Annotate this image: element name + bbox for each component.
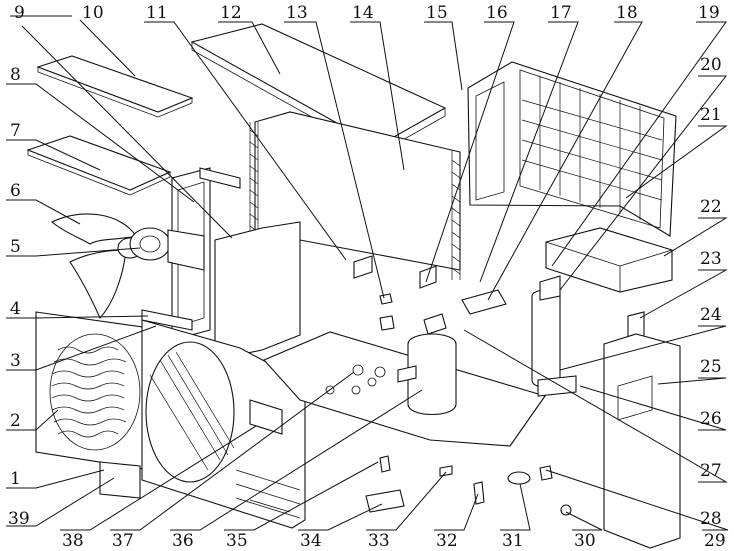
accumulator-part bbox=[531, 289, 577, 397]
label-16: 16 bbox=[486, 3, 508, 23]
label-18: 18 bbox=[616, 3, 638, 23]
label-15: 15 bbox=[426, 3, 448, 23]
panel-10-part bbox=[36, 55, 194, 118]
label-28: 28 bbox=[700, 509, 722, 529]
label-20: 20 bbox=[700, 55, 722, 75]
label-37: 37 bbox=[112, 531, 134, 551]
front-panel-part bbox=[141, 319, 306, 529]
label-2: 2 bbox=[10, 411, 21, 431]
fan-motor-part bbox=[129, 227, 205, 271]
label-14: 14 bbox=[352, 3, 374, 23]
label-22: 22 bbox=[700, 197, 722, 217]
electrical-box-part bbox=[545, 227, 673, 293]
callout-labels: 9 10 11 12 13 14 15 16 17 18 19 20 21 22… bbox=[8, 3, 726, 551]
label-11: 11 bbox=[146, 3, 168, 23]
label-17: 17 bbox=[550, 3, 572, 23]
partition-part bbox=[214, 221, 301, 361]
fan-blade-part bbox=[51, 213, 143, 320]
label-13: 13 bbox=[286, 3, 308, 23]
label-7: 7 bbox=[10, 121, 21, 141]
label-3: 3 bbox=[10, 351, 21, 371]
small-parts bbox=[353, 255, 572, 516]
panel-7-part bbox=[26, 135, 172, 196]
label-36: 36 bbox=[172, 531, 194, 551]
label-32: 32 bbox=[436, 531, 458, 551]
right-side-panel-part bbox=[603, 333, 681, 549]
compressor-part bbox=[397, 333, 457, 415]
nameplate-part bbox=[99, 461, 141, 499]
label-4: 4 bbox=[10, 299, 21, 319]
label-24: 24 bbox=[700, 305, 722, 325]
label-21: 21 bbox=[700, 105, 722, 125]
label-30: 30 bbox=[574, 531, 596, 551]
label-35: 35 bbox=[226, 531, 248, 551]
label-19: 19 bbox=[698, 3, 720, 23]
label-33: 33 bbox=[368, 531, 390, 551]
fan-grille-part bbox=[35, 311, 151, 471]
leader-lines bbox=[6, 15, 729, 531]
label-26: 26 bbox=[700, 409, 722, 429]
label-12: 12 bbox=[220, 3, 242, 23]
label-25: 25 bbox=[700, 357, 722, 377]
label-6: 6 bbox=[10, 181, 21, 201]
label-27: 27 bbox=[700, 461, 722, 481]
label-39: 39 bbox=[8, 509, 30, 529]
label-10: 10 bbox=[82, 3, 104, 23]
label-38: 38 bbox=[62, 531, 84, 551]
label-1: 1 bbox=[10, 469, 21, 489]
label-8: 8 bbox=[10, 65, 21, 85]
label-5: 5 bbox=[10, 237, 21, 257]
top-strip-part bbox=[141, 309, 193, 331]
label-29: 29 bbox=[704, 531, 726, 551]
label-34: 34 bbox=[300, 531, 322, 551]
label-31: 31 bbox=[502, 531, 524, 551]
label-9: 9 bbox=[14, 3, 25, 23]
base-plate-part bbox=[263, 331, 546, 447]
label-23: 23 bbox=[700, 249, 722, 269]
